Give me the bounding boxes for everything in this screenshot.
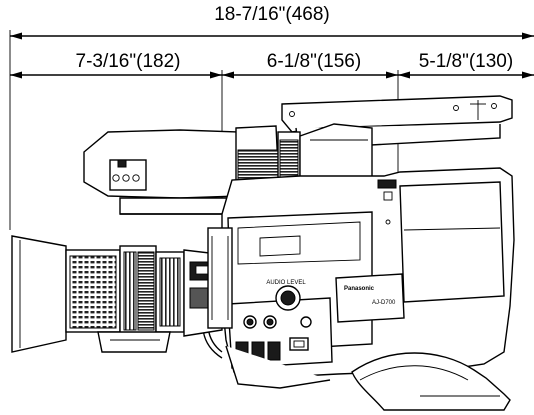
dimension-middle: 6-1/8"(156): [222, 51, 398, 79]
shoulder-pad: [351, 352, 511, 411]
middle-section-label: 6-1/8"(156): [267, 51, 361, 72]
rear-section-label: 5-1/8"(130): [419, 51, 513, 72]
lens-hood: [11, 235, 67, 353]
lens-barrel: [65, 227, 233, 353]
dimension-overall: 18-7/16"(468): [10, 4, 534, 40]
dimension-front: 7-3/16"(182): [10, 51, 222, 79]
dimension-rear: 5-1/8"(130): [398, 51, 534, 79]
camera-body: AUDIO LEVEL Panasonic AJ-D700: [221, 167, 515, 389]
front-section-label: 7-3/16"(182): [76, 51, 181, 72]
overall-length-label: 18-7/16"(468): [214, 4, 330, 25]
brand-label: Panasonic: [344, 286, 375, 292]
model-badge: AJ-D700: [372, 300, 396, 306]
audio-dial-label: AUDIO LEVEL: [266, 280, 306, 286]
camcorder-drawing: AUDIO LEVEL Panasonic AJ-D700: [11, 95, 515, 411]
